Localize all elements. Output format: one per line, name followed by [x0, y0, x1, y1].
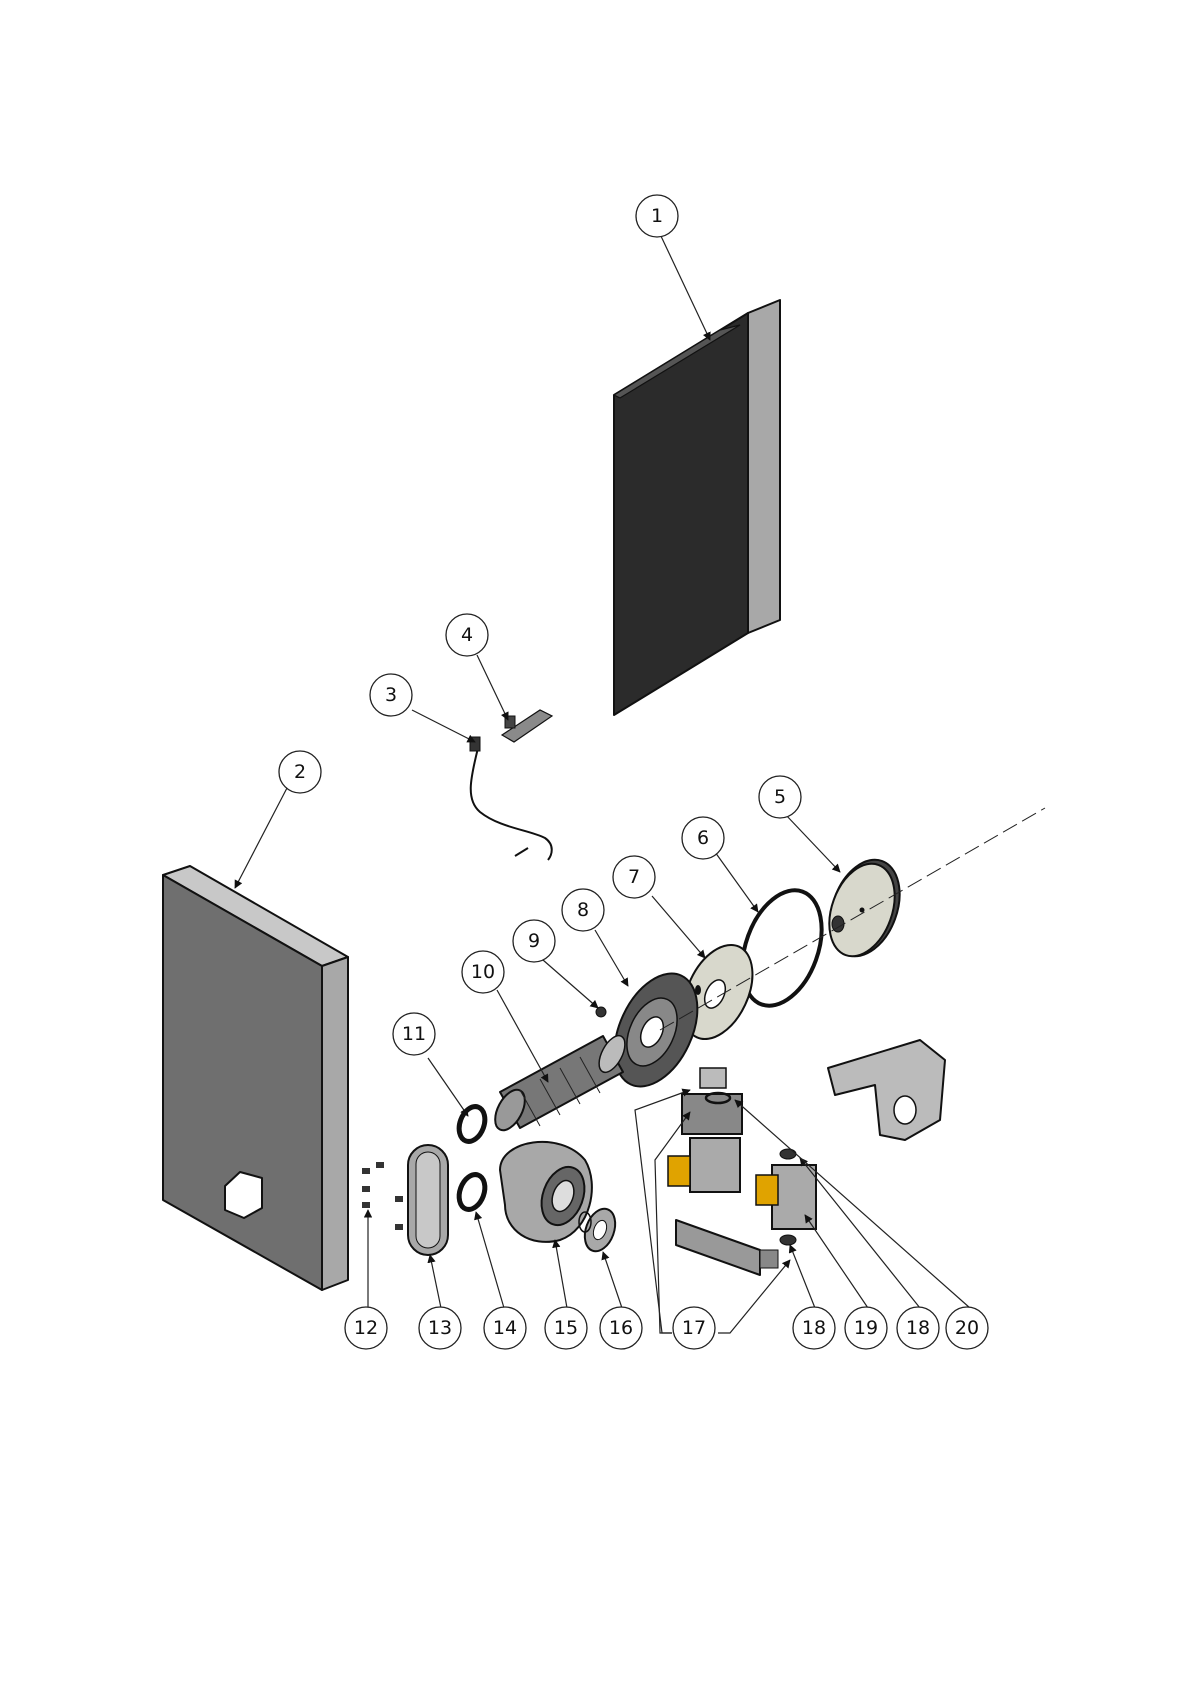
callout-8: 8 [562, 889, 604, 931]
part-ignition-electrode [470, 710, 552, 860]
callout-1: 1 [636, 195, 678, 237]
callout-label: 11 [402, 1023, 426, 1045]
callout-4: 4 [446, 614, 488, 656]
callout-6: 6 [682, 817, 724, 859]
part-fan-housing [500, 1142, 592, 1242]
part-gas-valve-assembly [668, 1068, 778, 1275]
callout-label: 1 [651, 205, 663, 227]
part-rear-disc [817, 850, 912, 966]
callout-15: 15 [545, 1307, 587, 1349]
callout-16: 16 [600, 1307, 642, 1349]
callout-14: 14 [484, 1307, 526, 1349]
callout-label: 13 [428, 1317, 452, 1339]
callout-label: 10 [471, 961, 495, 983]
callout-label: 18 [906, 1317, 930, 1339]
callout-label: 19 [854, 1317, 878, 1339]
callout-11: 11 [393, 1013, 435, 1055]
part-nut [596, 1007, 606, 1017]
callout-10: 10 [462, 951, 504, 993]
callout-label: 2 [294, 761, 306, 783]
part-fan-cover [408, 1145, 448, 1255]
callout-19: 19 [845, 1307, 887, 1349]
callout-label: 9 [528, 930, 540, 952]
part-gasket-14 [455, 1171, 490, 1213]
part-bracket [828, 1040, 945, 1140]
callout-label: 7 [628, 866, 640, 888]
callout-12: 12 [345, 1307, 387, 1349]
callout-label: 8 [577, 899, 589, 921]
callout-label: 16 [609, 1317, 633, 1339]
callout-label: 15 [554, 1317, 578, 1339]
callout-17: 17 [673, 1307, 715, 1349]
part-rear-panel [163, 866, 348, 1290]
callout-5: 5 [759, 776, 801, 818]
callout-9: 9 [513, 920, 555, 962]
callout-label: 18 [802, 1317, 826, 1339]
callout-label: 12 [354, 1317, 378, 1339]
callout-label: 4 [461, 624, 473, 646]
part-front-panel [614, 300, 780, 715]
callout-label: 6 [697, 827, 709, 849]
callout-label: 14 [493, 1317, 517, 1339]
callout-label: 3 [385, 684, 397, 706]
callout-label: 5 [774, 786, 786, 808]
callout-2: 2 [279, 751, 321, 793]
part-gasket-small [455, 1103, 490, 1145]
callout-18a: 18 [793, 1307, 835, 1349]
callout-3: 3 [370, 674, 412, 716]
callout-label: 17 [682, 1317, 706, 1339]
part-burner-tube [489, 1032, 630, 1135]
callout-label: 20 [955, 1317, 979, 1339]
callout-18b: 18 [897, 1307, 939, 1349]
callout-7: 7 [613, 856, 655, 898]
part-venturi [579, 1205, 621, 1256]
callout-20: 20 [946, 1307, 988, 1349]
callout-13: 13 [419, 1307, 461, 1349]
